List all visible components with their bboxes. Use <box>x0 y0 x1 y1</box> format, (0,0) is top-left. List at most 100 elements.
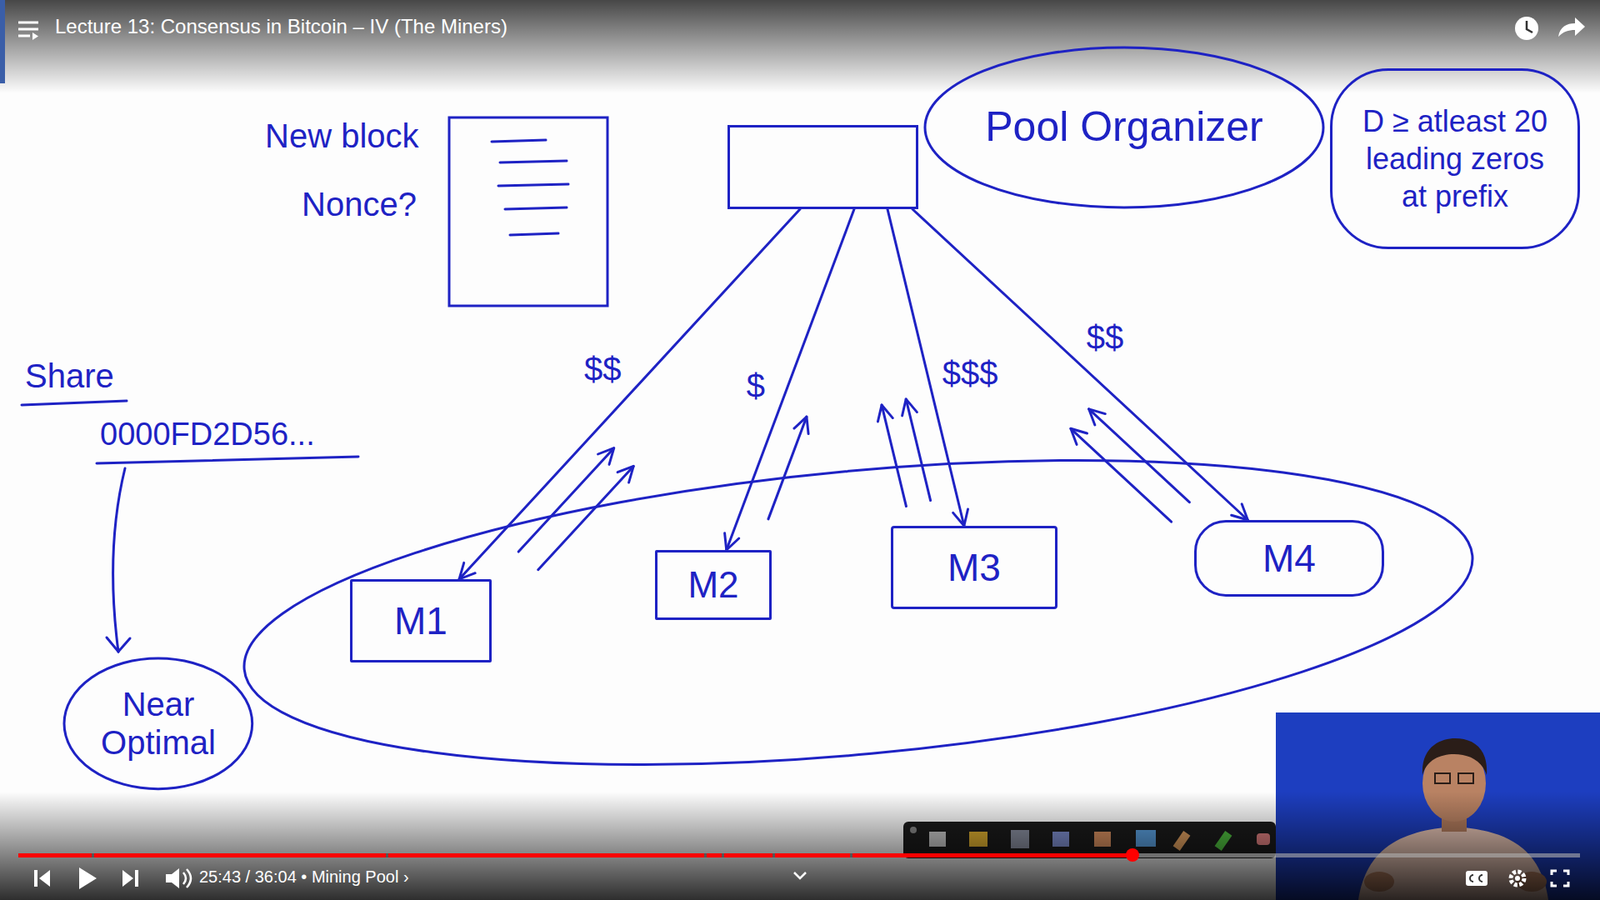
share-arrow <box>1070 428 1172 522</box>
clock-icon <box>1515 16 1539 40</box>
progress-bar <box>850 853 853 858</box>
block-document <box>449 117 608 306</box>
miner-box: M2 <box>655 550 772 620</box>
node-text-block: M4 <box>1262 536 1316 581</box>
note-bubble: D ≥ atleast 20 leading zeros at prefix <box>1330 68 1580 250</box>
node-text-block: D ≥ atleast 20 leading zeros at prefix <box>1357 102 1553 215</box>
player-controls <box>183 872 186 885</box>
player-controls <box>1465 870 1488 886</box>
organizer-ellipse <box>925 47 1324 208</box>
player-controls <box>122 870 134 887</box>
node-text: M4 <box>1262 536 1316 581</box>
webcam-inset <box>1435 773 1450 784</box>
organizer-box <box>729 126 918 209</box>
player-controls <box>165 868 180 889</box>
progress-bar <box>18 853 1133 858</box>
connector-arrow <box>912 209 1248 520</box>
progress-bar <box>721 853 725 858</box>
share-arrow <box>905 399 930 501</box>
share-arrow <box>768 416 807 520</box>
player-controls <box>1470 875 1474 882</box>
node-text: Near Optimal <box>100 685 216 762</box>
callout-text: Share <box>25 356 115 395</box>
playlist-icon <box>18 35 30 38</box>
pool-organizer: Pool Organizer <box>727 45 1325 210</box>
miner-box: M3 <box>890 525 1058 610</box>
node-text: D ≥ atleast 20 leading zeros at prefix <box>1357 102 1553 215</box>
share-icon <box>1558 17 1585 37</box>
share-arrow <box>538 465 635 570</box>
node-text-block: M1 <box>394 599 448 644</box>
progress-bar <box>18 848 1580 862</box>
node-text-block: M2 <box>687 564 739 607</box>
miner-box: M4 <box>1194 520 1385 597</box>
playlist-icon <box>32 32 39 40</box>
block-document <box>510 233 559 235</box>
edge-label: $$ <box>1083 318 1128 357</box>
clock-icon <box>1526 20 1533 33</box>
node-text: M3 <box>947 545 1001 590</box>
playlist-icon <box>18 21 39 25</box>
hash-value: 0000FD2D56... <box>100 416 315 454</box>
player-controls <box>1515 875 1520 881</box>
node-text: Pool Organizer <box>985 103 1264 152</box>
share-stroke <box>96 456 359 464</box>
node-text: M1 <box>394 599 448 644</box>
player-controls <box>79 867 97 890</box>
progress-bar <box>772 853 775 858</box>
clock-icon <box>1515 16 1539 40</box>
progress-bar <box>385 853 389 858</box>
video-title: Lecture 13: Consensus in Bitcoin – IV (T… <box>55 15 508 39</box>
edge-strip <box>0 0 5 84</box>
progress-bar <box>704 853 707 858</box>
share-icon <box>1558 17 1585 37</box>
progress-bar <box>91 853 95 858</box>
connector-arrow <box>459 209 800 580</box>
block-document <box>449 117 608 306</box>
webcam-inset <box>1422 738 1487 775</box>
block-document <box>505 207 567 210</box>
connector-arrow <box>726 209 855 550</box>
edge-label: $ <box>743 366 769 405</box>
video-time: 25:43 / 36:04 • Mining Pool › <box>199 867 410 887</box>
webcam-inset <box>1458 773 1474 784</box>
callout-text: Nonce? <box>301 185 417 224</box>
ellipse-outline <box>62 656 255 791</box>
share-stroke <box>21 400 359 652</box>
share-arrow <box>881 405 906 507</box>
share-arrow <box>1089 409 1190 503</box>
player-controls <box>135 870 139 887</box>
block-document <box>498 184 569 186</box>
node-text: M2 <box>687 564 739 607</box>
player-controls <box>1510 871 1525 885</box>
node-text-block: Near Optimal <box>100 685 216 762</box>
callout-text: New block <box>265 116 420 155</box>
player-controls <box>186 869 191 888</box>
player-controls <box>34 870 38 887</box>
progress-bar <box>1125 848 1140 862</box>
miner-box: M1 <box>350 579 492 663</box>
playlist-icon <box>18 22 39 40</box>
ellipse-outline <box>64 658 253 790</box>
edge-label: $$$ <box>939 354 1002 393</box>
title-bar <box>0 0 1600 94</box>
player-controls <box>34 867 1569 890</box>
player-controls <box>794 872 806 879</box>
block-document <box>500 160 567 163</box>
block-document <box>491 140 546 142</box>
note-ellipse: Near Optimal <box>62 656 255 791</box>
progress-bar <box>18 853 1580 858</box>
share-stroke <box>113 468 125 652</box>
player-bar <box>0 791 1600 900</box>
share-stroke <box>106 637 130 652</box>
share-stroke <box>21 400 127 405</box>
node-text-block: M3 <box>947 545 1001 590</box>
share-arrow <box>518 448 615 552</box>
playlist-icon <box>18 28 39 31</box>
player-controls <box>1479 875 1483 882</box>
player-controls <box>39 870 50 887</box>
edge-label: $$ <box>580 350 625 389</box>
player-controls <box>1551 870 1569 886</box>
node-text-block: Pool Organizer <box>985 103 1264 152</box>
